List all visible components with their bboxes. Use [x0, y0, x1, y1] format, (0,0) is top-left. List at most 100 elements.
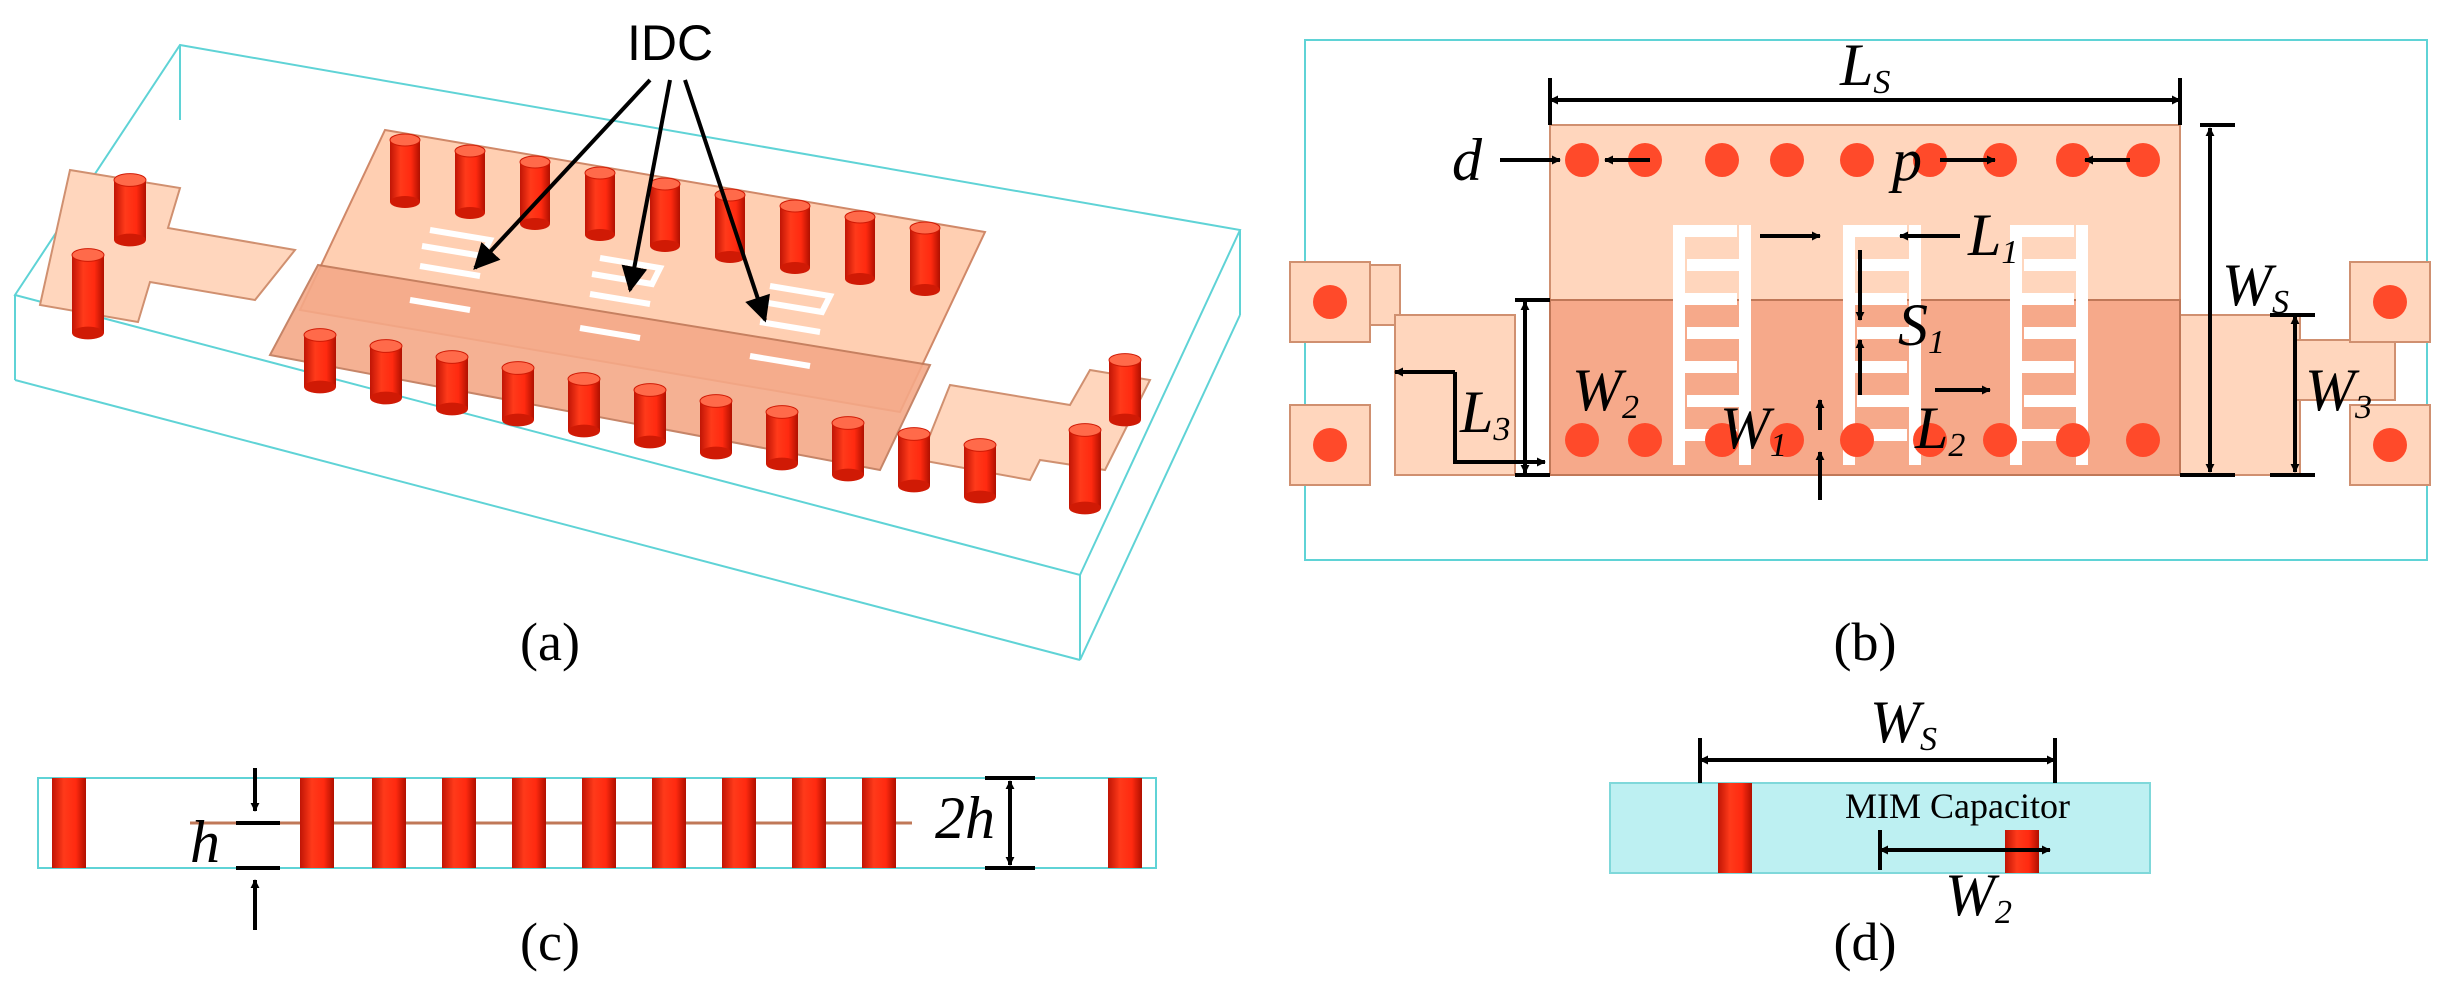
via-back-7 [779, 199, 811, 274]
via-front-4 [501, 361, 535, 427]
via-front-11 [963, 438, 997, 504]
via-side-1 [52, 778, 86, 868]
via-top-row-5 [1840, 143, 1874, 177]
via-side-2 [300, 778, 334, 868]
port-via-4 [2373, 428, 2407, 462]
svg-text:W3: W3 [2305, 357, 2372, 426]
panel-d-cross-section: MIM Capacitor WS W2 (d) [1609, 689, 2151, 972]
via-front-9 [831, 416, 865, 482]
via-front-8 [765, 405, 799, 471]
via-top-row-8 [2056, 143, 2090, 177]
via-side-left-bottom [71, 248, 105, 340]
svg-text:L2: L2 [1914, 395, 1965, 464]
svg-text:W2: W2 [1945, 862, 2012, 931]
panel-b-top-view: LS d p WS L1 S1 W2 L3 W1 L2 W3 (b) [1289, 32, 2431, 672]
port-via-2 [1313, 428, 1347, 462]
via-bottom-row-9 [2126, 423, 2160, 457]
via-bottom-row-6 [1913, 423, 1947, 457]
via-side-9 [792, 778, 826, 868]
via-bottom-row-5 [1840, 423, 1874, 457]
via-side-5 [512, 778, 546, 868]
via-side-4 [442, 778, 476, 868]
dim-label-W3: W3 [2305, 357, 2372, 426]
via-top-row-3 [1705, 143, 1739, 177]
svg-text:LS: LS [1839, 32, 1890, 101]
via-bottom-row-8 [2056, 423, 2090, 457]
panel-c-side-view: h 2h (c) [37, 768, 1157, 972]
svg-text:d: d [1452, 127, 1483, 193]
via-bottom-row-2 [1628, 423, 1662, 457]
via-side-6 [582, 778, 616, 868]
via-bottom-row-7 [1983, 423, 2017, 457]
via-side-8 [722, 778, 756, 868]
via-back-2 [454, 144, 486, 219]
panel-d-caption: (d) [1834, 912, 1897, 972]
idc-column-1 [1673, 225, 1751, 465]
svg-text:L3: L3 [1459, 379, 1510, 448]
via-side-right-bottom [1068, 423, 1102, 515]
via-side-3 [372, 778, 406, 868]
idc-callout-arrows [473, 78, 770, 323]
idc-callout-label: IDC [627, 15, 713, 71]
via-back-1 [389, 133, 421, 208]
via-front-6 [633, 383, 667, 449]
vias-side [71, 173, 1142, 515]
mim-capacitor-label: MIM Capacitor [1845, 786, 2070, 826]
via-top-row-7 [1983, 143, 2017, 177]
vias-back-row [389, 133, 941, 296]
panel-b-caption: (b) [1834, 612, 1897, 672]
via-front-10 [897, 427, 931, 493]
via-bottom-row-4 [1770, 423, 1804, 457]
dim-label-w2-d: W2 [1945, 862, 2012, 931]
dim-label-2h: 2h [935, 785, 995, 851]
svg-text:WS: WS [1870, 689, 1937, 758]
dim-label-L1: L1 [1967, 202, 2018, 271]
panel-a-3d-view: IDC (a) [13, 15, 1242, 672]
via-bottom-row-3 [1705, 423, 1739, 457]
dim-label-W1: W1 [1720, 395, 1787, 464]
via-top-row-4 [1770, 143, 1804, 177]
via-front-7 [699, 394, 733, 460]
via-front-1 [303, 328, 337, 394]
dim-label-d: d [1452, 127, 1483, 193]
svg-text:WS: WS [2222, 252, 2289, 321]
dim-label-Ls: LS [1839, 32, 1890, 101]
svg-text:W1: W1 [1720, 395, 1787, 464]
port-via-3 [2373, 285, 2407, 319]
via-side-left-top [113, 173, 147, 247]
vias-side-view [52, 778, 1142, 868]
panel-c-caption: (c) [520, 912, 580, 972]
dim-label-Ws: WS [2222, 252, 2289, 321]
via-top-row-9 [2126, 143, 2160, 177]
idc-column-2 [1843, 225, 1921, 465]
via-front-3 [435, 350, 469, 416]
dim-label-h: h [190, 809, 220, 875]
via-cross-section-left [1718, 783, 1752, 873]
vias-front-row [303, 328, 997, 504]
via-back-9 [909, 221, 941, 296]
mim-overlap-plate [268, 263, 932, 472]
via-back-8 [844, 210, 876, 285]
panel-a-caption: (a) [520, 612, 580, 672]
via-side-10 [862, 778, 896, 868]
via-top-row-6 [1913, 143, 1947, 177]
dimension-lines-b [1394, 78, 2315, 500]
via-side-7 [652, 778, 686, 868]
dim-label-S1: S1 [1898, 292, 1945, 361]
via-back-5 [649, 177, 681, 252]
via-back-4 [584, 166, 616, 241]
via-bottom-row-1 [1565, 423, 1599, 457]
via-side-11 [1108, 778, 1142, 868]
via-front-5 [567, 372, 601, 438]
via-side-right-top [1108, 353, 1142, 427]
svg-text:S1: S1 [1898, 292, 1945, 361]
port-via-1 [1313, 285, 1347, 319]
svg-text:L1: L1 [1967, 202, 2018, 271]
dim-label-L3: L3 [1459, 379, 1510, 448]
dim-label-W2: W2 [1572, 357, 1639, 426]
vias-top-view [1313, 143, 2407, 462]
svg-text:W2: W2 [1572, 357, 1639, 426]
dim-label-L2: L2 [1914, 395, 1965, 464]
dim-label-p: p [1888, 127, 1922, 193]
